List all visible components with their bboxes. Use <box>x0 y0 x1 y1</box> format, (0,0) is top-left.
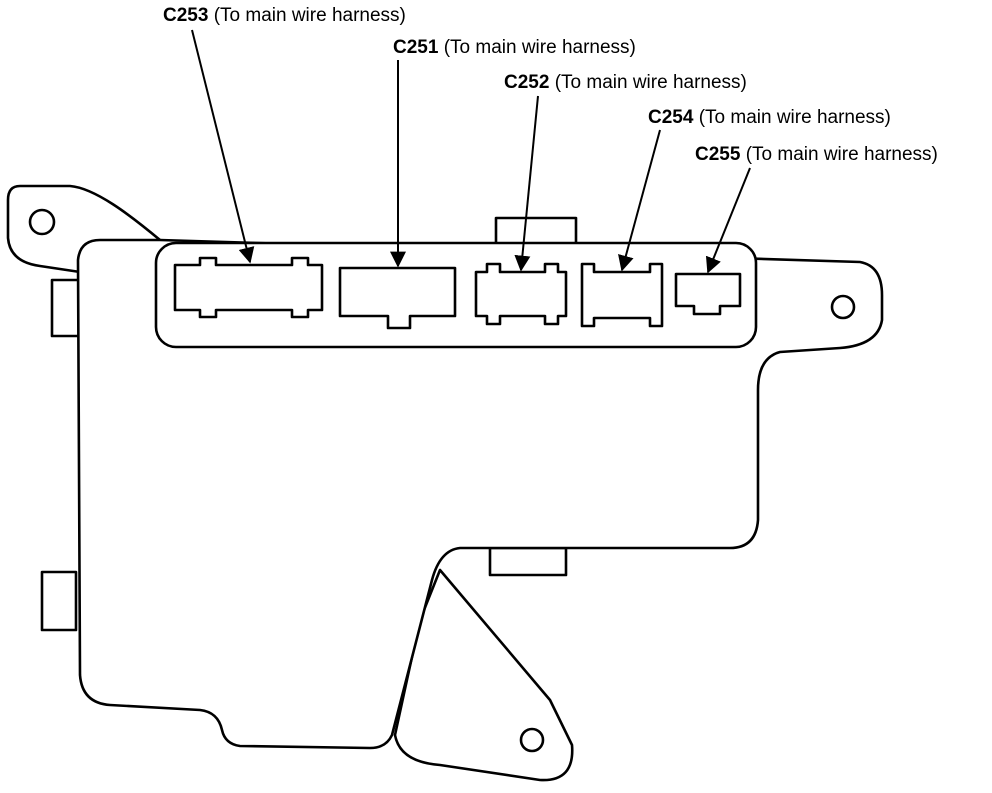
leader-c254 <box>618 129 661 272</box>
leader-c255 <box>705 167 751 274</box>
callout-code: C252 <box>504 72 550 93</box>
connector-c255 <box>674 272 742 316</box>
connector-c254 <box>580 262 664 328</box>
left-mounting-ear <box>6 184 162 274</box>
connector-c253 <box>173 256 324 319</box>
callout-c255: C255 (To main wire harness) <box>695 145 938 164</box>
left-mounting-hole <box>28 208 56 236</box>
callout-c251: C251 (To main wire harness) <box>393 38 636 57</box>
callout-desc: (To main wire harness) <box>443 37 636 58</box>
bottom-mounting-ear <box>393 568 574 782</box>
bottom-tab <box>488 546 568 577</box>
fuse-box-housing <box>76 238 884 750</box>
callout-c253: C253 (To main wire harness) <box>163 6 406 25</box>
callout-desc: (To main wire harness) <box>213 5 406 26</box>
connector-c251 <box>338 266 457 330</box>
callout-desc: (To main wire harness) <box>698 107 891 128</box>
right-mounting-hole <box>830 294 856 320</box>
bottom-mounting-hole <box>519 727 545 753</box>
left-tab-lower <box>40 570 78 632</box>
callout-code: C251 <box>393 37 439 58</box>
callout-code: C255 <box>695 144 741 165</box>
leader-c252 <box>514 95 539 272</box>
callout-desc: (To main wire harness) <box>745 144 938 165</box>
callout-code: C254 <box>648 107 694 128</box>
connector-c252 <box>474 262 568 326</box>
callout-code: C253 <box>163 5 209 26</box>
callout-c252: C252 (To main wire harness) <box>504 73 747 92</box>
callout-c254: C254 (To main wire harness) <box>648 108 891 127</box>
callout-desc: (To main wire harness) <box>554 72 747 93</box>
leader-c253 <box>191 29 255 264</box>
